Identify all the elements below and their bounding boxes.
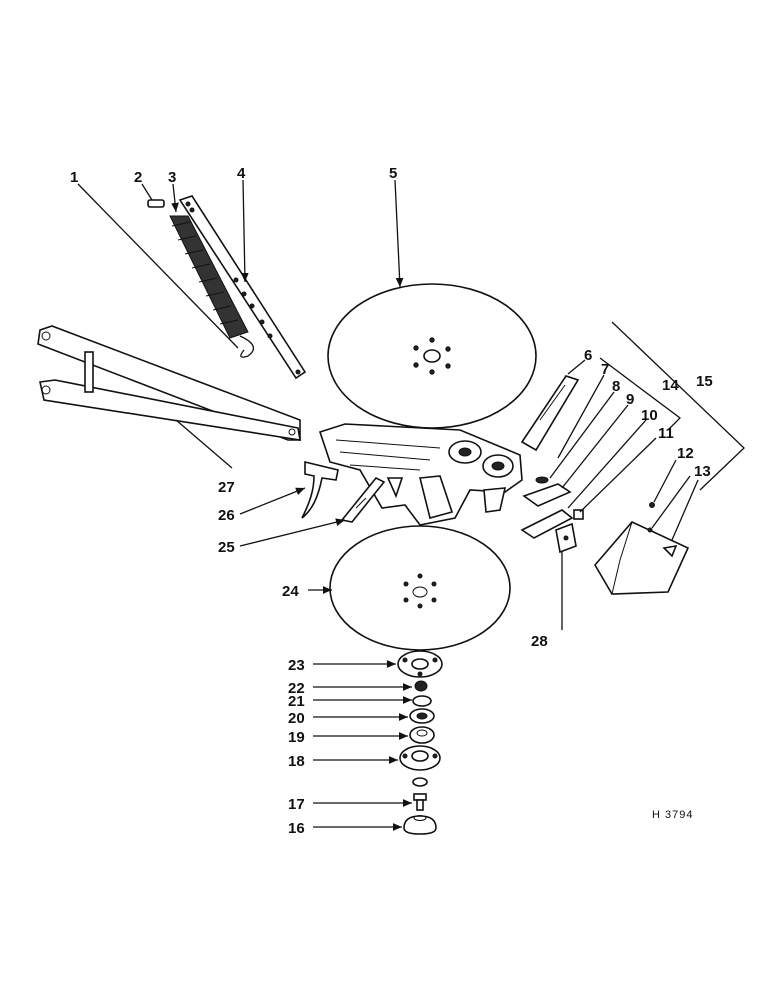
- plate-part-10: [520, 509, 574, 539]
- scraper-arm-part-6: [520, 375, 580, 452]
- cap-part-16: [403, 815, 437, 835]
- washer-part-22: [414, 680, 428, 692]
- nut-part-11: [573, 509, 584, 520]
- seal-part-20: [409, 708, 435, 724]
- callout-17: 17: [288, 796, 305, 813]
- callout-18: 18: [288, 753, 305, 770]
- callout-8: 8: [612, 378, 620, 395]
- bearing-part-19: [409, 726, 435, 744]
- shield-part-13: [594, 521, 690, 595]
- callout-1: 1: [70, 169, 78, 186]
- callout-14: 14: [662, 377, 679, 394]
- callout-19: 19: [288, 729, 305, 746]
- lower-disc-part-24: [329, 525, 511, 651]
- callout-4: 4: [237, 165, 246, 182]
- bracket-part-28: [555, 522, 577, 554]
- callout-21: 21: [288, 693, 305, 710]
- bolt-part-17: [413, 793, 427, 811]
- frame-arm-part-27: [37, 325, 301, 441]
- callout-6: 6: [584, 347, 592, 364]
- drawing-reference: H 3794: [652, 809, 693, 821]
- callout-24: 24: [282, 583, 299, 600]
- callout-11: 11: [658, 425, 674, 442]
- callout-2: 2: [134, 169, 142, 186]
- callout-13: 13: [694, 463, 711, 480]
- scraper-part-26: [301, 460, 339, 519]
- callout-15: 15: [696, 373, 713, 390]
- callout-9: 9: [626, 391, 634, 408]
- callout-23: 23: [288, 657, 305, 674]
- callout-22: 22: [288, 680, 305, 697]
- spring-part-3: [169, 215, 255, 358]
- small-bolt-part-12: [649, 502, 655, 508]
- callout-25: 25: [218, 539, 235, 556]
- upper-disc-part-5: [327, 283, 537, 429]
- hub-flange-part-23: [397, 650, 443, 678]
- hub-part-18: [399, 745, 441, 771]
- callout-12: 12: [677, 445, 694, 462]
- opener-housing: [318, 423, 523, 526]
- callout-20: 20: [288, 710, 305, 727]
- plate-part-9: [522, 483, 572, 507]
- callout-28: 28: [531, 633, 548, 650]
- ring-small: [412, 777, 428, 787]
- washer-part-21: [412, 695, 432, 707]
- callout-labels: 1 2 3 4 5 6 7 8 9 10 11 12 13 14 15 16 1…: [70, 165, 713, 837]
- callout-16: 16: [288, 820, 305, 837]
- callout-10: 10: [641, 407, 658, 424]
- bolt-part-8: [535, 476, 549, 484]
- pin-part-2: [147, 199, 165, 208]
- callout-5: 5: [389, 165, 397, 182]
- callout-27: 27: [218, 479, 235, 496]
- leader-lines: [77, 179, 745, 831]
- blade-part-25: [340, 476, 386, 523]
- strap-bar-part-4: [178, 195, 307, 380]
- callout-3: 3: [168, 169, 176, 186]
- callout-7: 7: [601, 361, 609, 378]
- callout-26: 26: [218, 507, 235, 524]
